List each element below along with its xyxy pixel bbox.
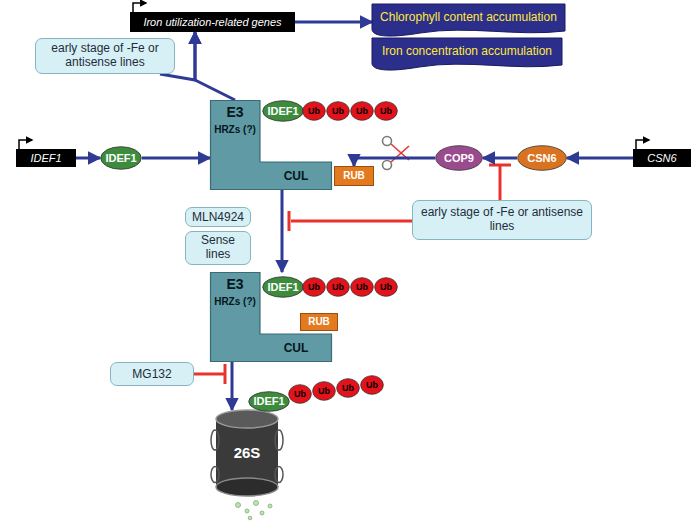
peptide-fragments <box>236 501 273 520</box>
promoter-arrow <box>19 140 32 149</box>
promoter-arrow <box>133 3 146 12</box>
gene-box: Iron utilization-related genes <box>130 12 295 32</box>
treatment-box-text: Sense lines <box>191 234 245 262</box>
flow-arrow <box>354 158 435 166</box>
ubiquitin-oval: Ub <box>374 277 398 297</box>
flow-arrow <box>567 157 633 160</box>
condition-box-text: early stage of -Fe or antisense lines <box>418 206 586 234</box>
ubiquitin-oval-text: Ub <box>318 386 330 396</box>
protein-oval: IDEF1 <box>248 391 290 412</box>
protein-oval: IDEF1 <box>100 146 142 170</box>
ubiquitin-oval-text: Ub <box>356 106 368 116</box>
gene-box-text: Iron utilization-related genes <box>143 16 281 29</box>
rub-box: RUB <box>300 313 338 331</box>
ubiquitin-oval-text: Ub <box>366 380 378 390</box>
result-banner: Chlorophyll content accumulation <box>372 4 565 34</box>
flow-arrow <box>231 362 234 410</box>
protein-oval: IDEF1 <box>262 276 304 298</box>
protein-oval-text: IDEF1 <box>267 105 298 118</box>
protein-oval-text: IDEF1 <box>267 281 298 294</box>
ubiquitin-oval-text: Ub <box>380 106 392 116</box>
flow-arrow <box>295 21 372 24</box>
e3-label: E3 <box>210 277 260 292</box>
gene-box: IDEF1 <box>16 149 76 167</box>
gene-box-text: IDEF1 <box>30 152 61 165</box>
ubiquitin-oval: Ub <box>360 375 384 395</box>
treatment-box: MG132 <box>110 362 194 386</box>
ubiquitin-oval: Ub <box>326 277 350 297</box>
rub-box-text: RUB <box>308 316 330 328</box>
ubiquitin-oval-text: Ub <box>332 282 344 292</box>
cullin-label: CUL <box>260 334 332 362</box>
ubiquitin-oval-text: Ub <box>294 389 306 399</box>
flow-arrow <box>195 32 235 100</box>
condition-box-text: early stage of -Fe or antisense lines <box>41 42 169 70</box>
ubiquitin-oval: Ub <box>350 101 374 121</box>
e3-label: E3 <box>210 105 260 120</box>
ubiquitin-oval-text: Ub <box>308 106 320 116</box>
ubiquitin-oval-text: Ub <box>356 282 368 292</box>
gene-box: CSN6 <box>633 149 691 167</box>
treatment-box: Sense lines <box>185 231 251 265</box>
condition-box: early stage of -Fe or antisense lines <box>35 38 175 74</box>
ubiquitin-oval-text: Ub <box>380 282 392 292</box>
treatment-box: MLN4924 <box>185 207 251 227</box>
treatment-box-text: MLN4924 <box>192 211 244 225</box>
protein-oval-text: IDEF1 <box>253 395 284 408</box>
ubiquitin-oval-text: Ub <box>308 282 320 292</box>
protein-oval: COP9 <box>435 145 483 171</box>
hrz-label: HRZs (?) <box>210 124 260 135</box>
proteasome-text: 26S <box>234 444 261 461</box>
protein-oval-text: IDEF1 <box>105 152 136 165</box>
ubiquitin-oval: Ub <box>336 378 360 398</box>
ubiquitin-oval-text: Ub <box>342 383 354 393</box>
ubiquitin-oval: Ub <box>326 101 350 121</box>
ubiquitin-oval-text: Ub <box>332 106 344 116</box>
inhibition-line <box>194 165 511 384</box>
result-banner: Iron concentration accumulation <box>372 38 562 68</box>
ubiquitin-oval: Ub <box>302 101 326 121</box>
condition-box: early stage of -Fe or antisense lines <box>412 200 592 240</box>
gene-box-text: CSN6 <box>647 152 676 165</box>
protein-oval-text: CSN6 <box>527 152 556 165</box>
result-banner-text: Chlorophyll content accumulation <box>380 11 557 25</box>
ubiquitin-oval: Ub <box>288 384 312 404</box>
promoter-arrow <box>636 140 649 149</box>
ubiquitin-oval: Ub <box>312 381 336 401</box>
protein-oval-text: COP9 <box>444 152 474 165</box>
hrz-label: HRZs (?) <box>210 296 260 307</box>
cullin-label: CUL <box>260 162 332 190</box>
protein-oval: CSN6 <box>517 145 567 171</box>
scissors-icon <box>383 137 410 170</box>
ubiquitin-oval: Ub <box>302 277 326 297</box>
flow-arrow <box>483 157 517 160</box>
rub-box: RUB <box>334 166 374 186</box>
flow-arrow <box>76 157 100 160</box>
rub-box-text: RUB <box>343 170 365 182</box>
result-banner-text: Iron concentration accumulation <box>382 45 552 59</box>
flow-arrow <box>281 190 284 272</box>
proteasome: 26S <box>212 410 282 496</box>
flow-arrow <box>142 157 210 160</box>
treatment-box-text: MG132 <box>132 368 171 382</box>
ubiquitin-oval: Ub <box>374 101 398 121</box>
ubiquitin-oval: Ub <box>350 277 374 297</box>
protein-oval: IDEF1 <box>262 100 304 122</box>
